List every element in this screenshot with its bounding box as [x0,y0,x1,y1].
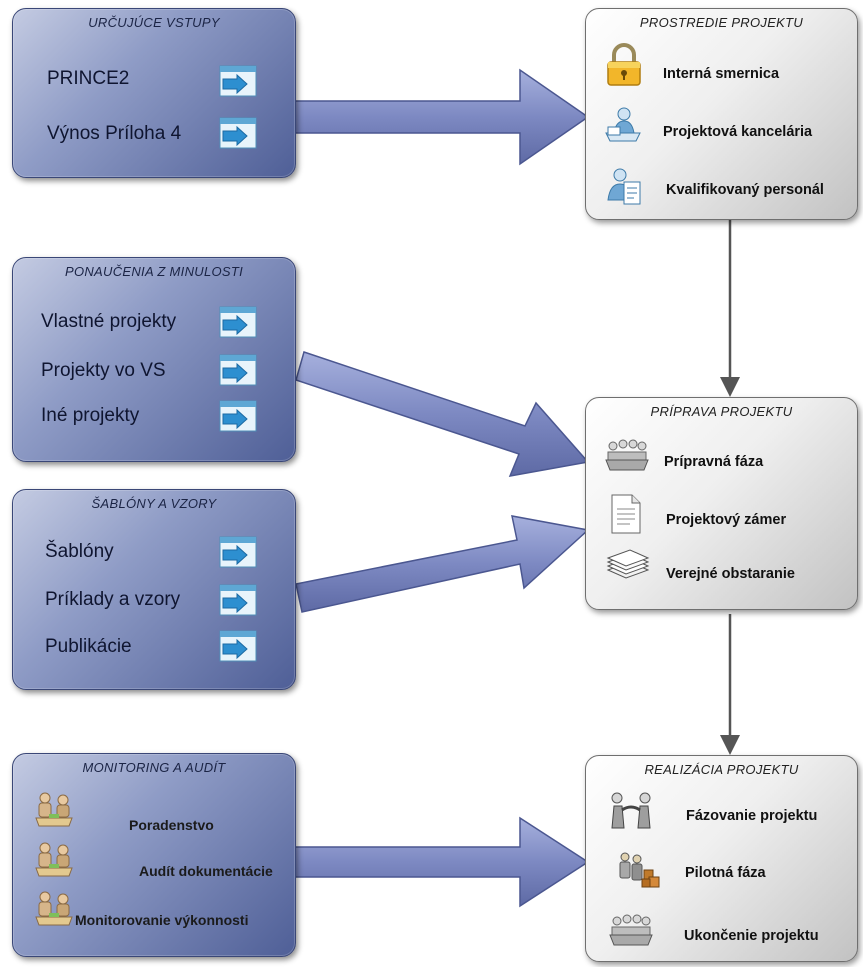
templates-item-label[interactable]: Šablóny [45,541,114,562]
meeting-icon[interactable] [33,840,75,880]
monitoring-box: MONITORING A AUDÍT Poradenstvo Audít dok… [12,753,296,957]
inputs-item-label[interactable]: Výnos Príloha 4 [47,123,182,144]
preparation-title: PRÍPRAVA PROJEKTU [650,404,793,419]
lessons-item-label[interactable]: Iné projekty [41,405,140,426]
handshake-icon[interactable] [608,790,654,832]
link-arrow-icon[interactable] [219,536,257,568]
monitoring-item-label[interactable]: Audít dokumentácie [139,863,273,879]
lessons-item-label[interactable]: Projekty vo VS [41,360,166,381]
environment-title: PROSTREDIE PROJEKTU [639,15,804,30]
realization-item-label[interactable]: Pilotná fáza [685,865,766,881]
paper-stack-icon[interactable] [604,548,652,582]
templates-title: ŠABLÓNY A VZORY [91,496,217,511]
arrow-templates-to-preparation [295,515,590,613]
preparation-item-label[interactable]: Projektový zámer [666,512,787,528]
link-arrow-icon[interactable] [219,584,257,616]
environment-item-label[interactable]: Kvalifikovaný personál [666,182,824,198]
realization-item-label[interactable]: Fázovanie projektu [686,808,818,824]
arrow-monitoring-to-realization [293,816,590,908]
office-worker-icon[interactable] [602,105,644,147]
monitoring-title: MONITORING A AUDÍT [82,760,226,775]
templates-item-label[interactable]: Publikácie [45,636,132,657]
lessons-box: PONAUČENIA Z MINULOSTI Vlastné projekty … [12,257,296,462]
staff-badge-icon[interactable] [604,166,644,208]
link-arrow-icon[interactable] [219,65,257,97]
inputs-title: URČUJÚCE VSTUPY [88,15,220,30]
realization-box: REALIZÁCIA PROJEKTU Fázovanie projektu P… [585,755,858,962]
meeting-icon[interactable] [33,790,75,830]
monitoring-item-label[interactable]: Poradenstvo [129,817,214,833]
preparation-item-label[interactable]: Prípravná fáza [664,454,764,470]
environment-item-label[interactable]: Interná smernica [663,66,780,82]
link-arrow-icon[interactable] [219,400,257,432]
realization-item-label[interactable]: Ukončenie projektu [684,928,819,944]
link-arrow-icon[interactable] [219,354,257,386]
lessons-item-label[interactable]: Vlastné projekty [41,311,177,332]
link-arrow-icon[interactable] [219,117,257,149]
templates-item-label[interactable]: Príklady a vzory [45,589,181,610]
templates-box: ŠABLÓNY A VZORY Šablóny Príklady a vzory… [12,489,296,690]
padlock-icon[interactable] [604,43,644,87]
people-boxes-icon[interactable] [616,850,662,890]
meeting-table-icon[interactable] [604,438,650,476]
inputs-item-label[interactable]: PRINCE2 [47,68,130,89]
document-icon[interactable] [610,494,642,534]
arrow-lessons-to-preparation [295,351,590,477]
meeting-table-icon[interactable] [608,913,654,951]
monitoring-item-label[interactable]: Monitorovanie výkonnosti [75,912,249,928]
environment-box: PROSTREDIE PROJEKTU Interná smernica Pro… [585,8,858,220]
preparation-item-label[interactable]: Verejné obstaranie [666,566,795,582]
meeting-icon[interactable] [33,889,75,929]
environment-item-label[interactable]: Projektová kancelária [663,124,813,140]
lessons-title: PONAUČENIA Z MINULOSTI [64,264,244,279]
inputs-box: URČUJÚCE VSTUPY PRINCE2 Výnos Príloha 4 [12,8,296,178]
link-arrow-icon[interactable] [219,630,257,662]
preparation-box: PRÍPRAVA PROJEKTU Prípravná fáza Projekt… [585,397,858,610]
arrow-inputs-to-environment [294,68,590,166]
realization-title: REALIZÁCIA PROJEKTU [644,762,799,777]
link-arrow-icon[interactable] [219,306,257,338]
